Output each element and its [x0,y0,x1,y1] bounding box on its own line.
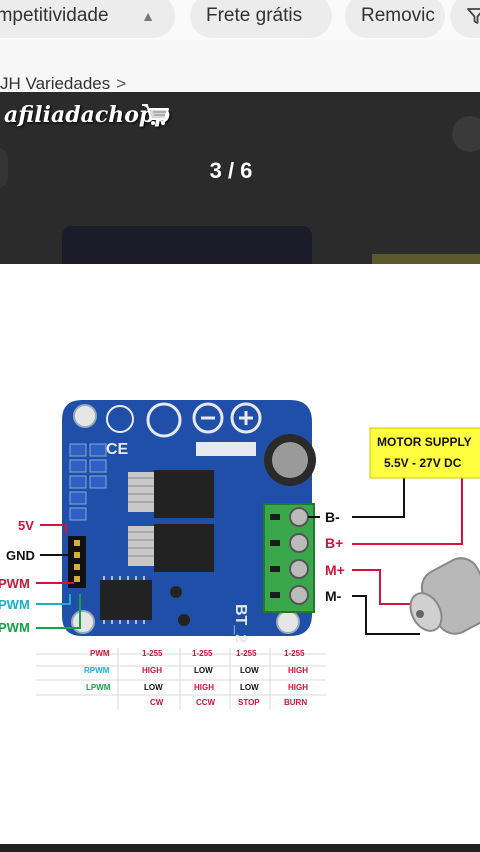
pin-label-5v: 5V [18,518,34,533]
table-cell: BURN [284,698,307,707]
pin-label-pwm-enable: PWM [0,576,30,591]
terminal-label-mminus: M- [325,588,342,604]
motor-supply-box [369,427,480,479]
shopping-cart-icon [142,104,169,125]
watermark-text: afiliadachopp [4,102,170,128]
board-label: BT_2 [232,604,249,643]
supply-wire-negative [352,478,405,518]
table-cell: HIGH [194,683,214,692]
previous-image-button[interactable] [0,148,8,188]
image-counter: 3 / 6 [209,158,253,183]
filter-chip-removidos[interactable]: Removic [345,0,445,38]
filter-button[interactable] [450,0,480,38]
table-cell: LOW [240,666,259,675]
table-cell: HIGH [288,683,308,692]
ul-logo [106,405,134,433]
previous-image-preview [62,226,312,266]
pin-label-pwm-left: PWM [0,620,30,635]
filter-chip-bar: ompetitividade ▲ Frete grátis Removic [0,0,480,40]
table-cell: STOP [238,698,260,707]
motor-wire-positive [352,569,412,605]
table-cell: HIGH [142,666,162,675]
supply-wire-positive [352,478,463,545]
supply-label-title: MOTOR SUPPLY [377,435,472,449]
chevron-right-icon: > [116,74,127,93]
table-cell: CCW [196,698,216,707]
table-cell: 1-255 [142,649,163,658]
table-cell: 1-255 [236,649,257,658]
driver-ic [100,580,152,620]
truth-table: PWM 1-255 1-255 1-255 1-255 RPWM HIGH LO… [36,648,326,710]
table-row-label: LPWM [86,683,111,692]
table-cell: CW [150,698,164,707]
pin-label-gnd: GND [6,548,35,563]
header-pins [68,536,86,588]
terminal-label-bminus: B- [325,509,340,525]
dc-motor [409,557,480,635]
table-row-label: PWM [90,649,110,658]
pin-label-pwm-right: PWM [0,597,30,612]
chip-label: ompetitividade [0,5,109,26]
chip-label: Removic [361,5,435,26]
product-image[interactable]: CE [0,264,480,844]
close-gallery-button[interactable] [452,116,480,152]
table-cell: LOW [194,666,213,675]
mount-hole [71,610,95,634]
supply-label-voltage: 5.5V - 27V DC [384,456,462,470]
seller-link[interactable]: JH Variedades > [0,74,126,94]
image-preview-strip [372,254,480,266]
table-cell: HIGH [288,666,308,675]
motor-wire-negative [352,595,420,635]
table-cell: 1-255 [284,649,305,658]
table-cell: LOW [240,683,259,692]
mosfet-chips [128,470,214,572]
silkscreen-box [196,442,256,456]
table-cell: 1-255 [192,649,213,658]
filter-chip-competitividade[interactable]: ompetitividade ▲ [0,0,175,38]
svg-text:CE: CE [106,441,129,458]
terminal-label-mplus: M+ [325,562,345,578]
seller-name: JH Variedades [0,74,111,93]
table-cell: LOW [144,683,163,692]
chip-label: Frete grátis [206,5,303,26]
mount-hole [276,610,300,634]
filter-chip-frete-gratis[interactable]: Frete grátis [190,0,332,38]
table-row-label: RPWM [84,666,110,675]
sort-updown-icon: ▲ [141,8,155,24]
plus-logo [230,402,262,434]
ul-logo [146,402,182,438]
funnel-icon [467,8,480,24]
motor-driver-diagram: CE [0,400,480,710]
minus-logo [192,402,224,434]
terminal-label-bplus: B+ [325,535,343,551]
bottom-edge [0,844,480,852]
mount-hole [73,404,97,428]
